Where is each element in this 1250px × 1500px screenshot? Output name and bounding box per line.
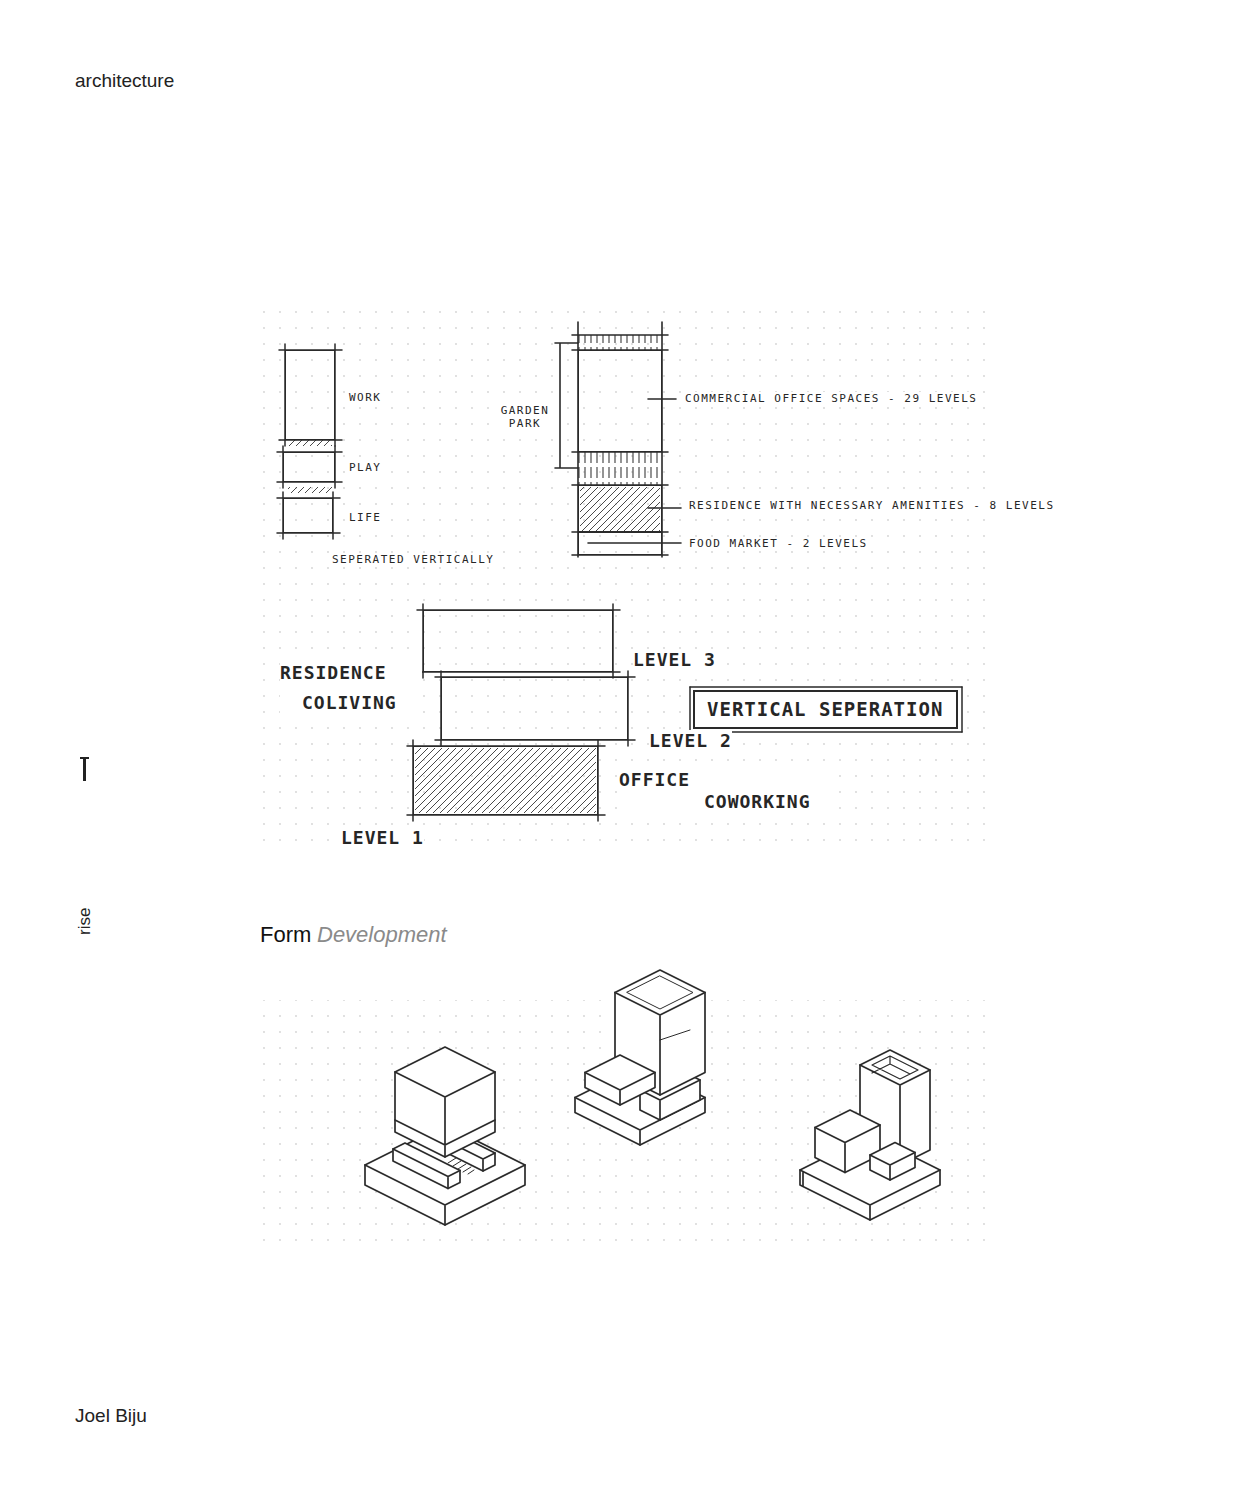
sketch-line xyxy=(588,399,681,543)
box-label: LEVEL 2 xyxy=(649,730,732,752)
box-label: WORK xyxy=(347,391,384,404)
sketch-line xyxy=(585,1073,655,1106)
sketch-box: LEVEL 2 xyxy=(441,677,628,740)
sketch-line xyxy=(288,440,332,446)
sketch-overshoots xyxy=(277,344,962,821)
form-sketches xyxy=(365,970,940,1225)
sketch-line xyxy=(578,335,662,350)
box-label: OFFICE COWORKING xyxy=(619,769,834,813)
sketch-box: WORK xyxy=(285,350,335,440)
sketch-line xyxy=(872,1056,918,1079)
box-label: PLAY xyxy=(347,461,384,474)
sketch-line xyxy=(800,1170,940,1220)
section-tag: architecture xyxy=(75,70,174,93)
box-label: LIFE xyxy=(347,511,384,524)
sketch-line xyxy=(395,1047,495,1157)
sketch-line xyxy=(578,322,662,557)
sketch-box: LEVEL 3 xyxy=(423,610,613,672)
side-marker xyxy=(80,757,89,781)
overshoot-line xyxy=(961,687,963,732)
sketch-line xyxy=(448,1158,474,1174)
box-label: FOOD MARKET - 2 LEVELS xyxy=(687,537,870,550)
note-text: VERTICAL SEPERATION xyxy=(695,692,955,727)
sketch-line xyxy=(870,1143,915,1181)
boxed-note: VERTICAL SEPERATION xyxy=(693,690,958,729)
sketch-box: OFFICE COWORKINGLEVEL 1 xyxy=(413,746,598,815)
sketch-line xyxy=(572,335,668,555)
sketch-box: PLAY xyxy=(283,452,335,482)
sketch-box: COMMERCIAL OFFICE SPACES - 29 LEVELS xyxy=(578,350,662,452)
sketch-line xyxy=(80,757,89,759)
sketch-line xyxy=(395,1072,495,1157)
author-name: Joel Biju xyxy=(75,1405,147,1428)
overshoot-line xyxy=(690,686,962,688)
tower-lines xyxy=(555,322,681,557)
sketch-line xyxy=(578,452,662,485)
level-label: RESIDENCE COLIVING xyxy=(280,658,422,718)
hatching xyxy=(288,335,662,813)
sketch-line xyxy=(870,1153,915,1181)
dot-grid xyxy=(262,310,992,1245)
box-label: LEVEL 3 xyxy=(633,649,716,671)
sketch-line xyxy=(288,487,332,493)
bracket-label: GARDEN PARK xyxy=(492,404,558,430)
section-title: Development xyxy=(317,922,447,948)
box-label: RESIDENCE WITH NECESSARY AMENITIES - 8 L… xyxy=(687,499,1057,512)
sketch-box: LIFE xyxy=(283,498,333,533)
sketch-box: FOOD MARKET - 2 LEVELS xyxy=(578,532,662,555)
sketch-note: SEPERATED VERTICALLY xyxy=(330,553,496,566)
sketch-line xyxy=(585,1055,655,1105)
sketch-line xyxy=(580,487,660,531)
sketch-box: RESIDENCE WITH NECESSARY AMENITIES - 8 L… xyxy=(578,485,662,532)
sketch-line xyxy=(83,759,86,781)
sketch-line xyxy=(262,310,992,850)
vertical-tag: rise xyxy=(75,907,95,934)
box-label: LEVEL 1 xyxy=(341,827,424,849)
sketch-line xyxy=(627,976,693,1040)
sketch-line xyxy=(555,343,578,468)
box-label: COMMERCIAL OFFICE SPACES - 29 LEVELS xyxy=(683,392,979,405)
overshoot-line xyxy=(689,687,691,732)
section-title: Form xyxy=(260,922,311,948)
sketch-line xyxy=(415,748,596,813)
